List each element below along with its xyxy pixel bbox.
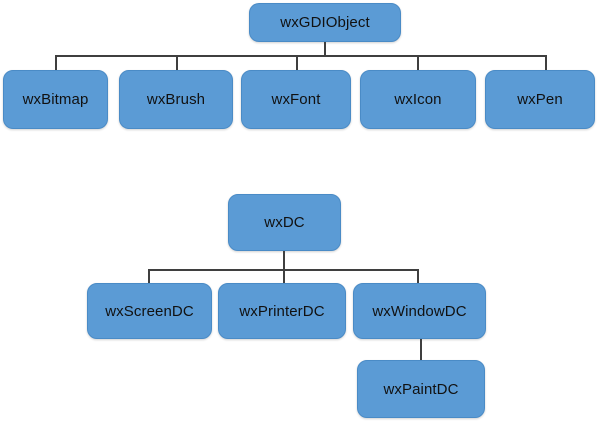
connector-gdi-bus bbox=[55, 55, 546, 57]
node-wxgdiobject[interactable]: wxGDIObject bbox=[249, 3, 401, 42]
connector-stub-wxpen bbox=[545, 55, 547, 73]
node-wxpaintdc[interactable]: wxPaintDC bbox=[357, 360, 485, 418]
connector-stub-wxbitmap bbox=[55, 55, 57, 73]
connector-stub-wxscreendc bbox=[148, 269, 150, 285]
connector-stub-wxicon bbox=[417, 55, 419, 73]
connector-wxdc-drop bbox=[283, 251, 285, 270]
node-wxprinterdc[interactable]: wxPrinterDC bbox=[218, 283, 346, 339]
node-wxicon[interactable]: wxIcon bbox=[360, 70, 476, 129]
connector-stub-wxfont bbox=[296, 55, 298, 73]
connector-stub-wxbrush bbox=[176, 55, 178, 73]
connector-stub-wxprinterdc bbox=[283, 269, 285, 285]
node-wxpen[interactable]: wxPen bbox=[485, 70, 595, 129]
connector-stub-wxwindowdc bbox=[417, 269, 419, 285]
node-wxbitmap[interactable]: wxBitmap bbox=[3, 70, 108, 129]
node-wxdc[interactable]: wxDC bbox=[228, 194, 341, 251]
node-wxbrush[interactable]: wxBrush bbox=[119, 70, 233, 129]
node-wxfont[interactable]: wxFont bbox=[241, 70, 351, 129]
connector-wxgdiobject-drop bbox=[324, 42, 326, 56]
connector-wxwindowdc-to-wxpaintdc bbox=[420, 339, 422, 361]
node-wxscreendc[interactable]: wxScreenDC bbox=[87, 283, 212, 339]
node-wxwindowdc[interactable]: wxWindowDC bbox=[353, 283, 486, 339]
